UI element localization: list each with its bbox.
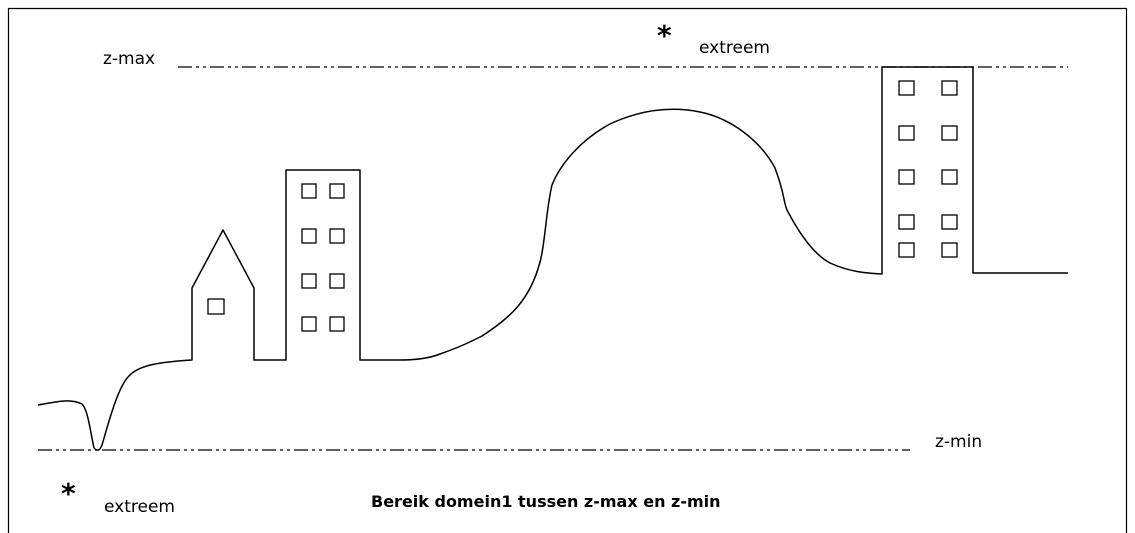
window (898, 80, 915, 96)
window (898, 242, 915, 258)
z-min-label: z-min (935, 432, 983, 452)
extreme-bottom-marker: * (61, 477, 76, 510)
window (941, 214, 958, 230)
diagram-caption: Bereik domein1 tussen z-max en z-min (371, 492, 721, 511)
extreme-bottom-label: extreem (104, 497, 175, 517)
window (898, 169, 915, 185)
left-building-windows (301, 183, 345, 332)
right-building-windows (898, 80, 958, 258)
window (329, 273, 345, 289)
extreme-top-label: extreem (699, 38, 770, 58)
window (329, 316, 345, 332)
terrain-profile (37, 66, 1068, 451)
window (301, 183, 317, 199)
window (301, 316, 317, 332)
window (898, 214, 915, 230)
extreme-top-marker: * (657, 19, 672, 52)
house-window (207, 298, 225, 315)
window (941, 80, 958, 96)
window (329, 183, 345, 199)
diagram-frame (7, 7, 1128, 533)
window (301, 273, 317, 289)
window (329, 228, 345, 244)
window (941, 242, 958, 258)
window (898, 125, 915, 141)
window (941, 125, 958, 141)
window (301, 228, 317, 244)
z-max-label: z-max (103, 49, 156, 69)
window (941, 169, 958, 185)
